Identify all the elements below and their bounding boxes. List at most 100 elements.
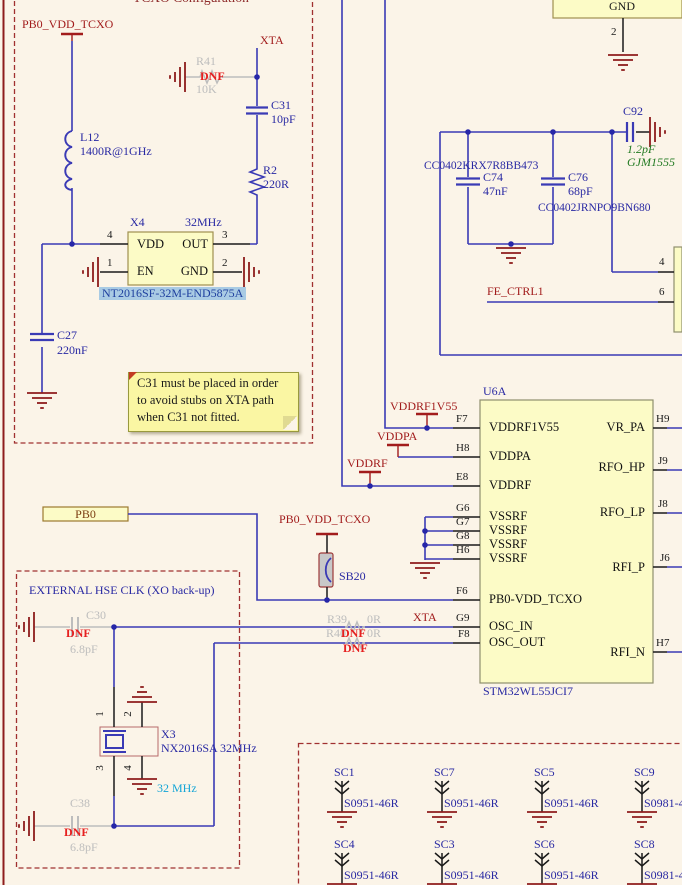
u6a-part-number: STM32WL55JCI7 [483, 684, 573, 698]
pin-num-e8: E8 [456, 471, 469, 483]
pb0-port-label[interactable]: PB0 [75, 507, 96, 521]
capacitor-plates[interactable] [30, 106, 635, 342]
sc1-ref: SC1 [334, 765, 355, 779]
sc8-part: S0981-4 [644, 868, 682, 882]
c30-value: 6.8pF [70, 642, 98, 656]
tcxo-section-title: TCXO Configuration [133, 0, 249, 6]
sc6-ref: SC6 [534, 837, 555, 851]
sb20-solder-bridge-icon[interactable] [318, 552, 334, 588]
x4-freq: 32MHz [185, 215, 222, 229]
c76-value: 68pF [568, 184, 593, 198]
net-label-xta: XTA [260, 33, 284, 47]
pin-name-vddrf: VDDRF [489, 478, 532, 492]
c27-value: 220nF [57, 343, 88, 357]
pin-num-j6: J6 [660, 552, 670, 564]
c92-part-number: GJM1555 [627, 155, 675, 169]
pin-name-vddrf1v55: VDDRF1V55 [489, 420, 560, 434]
pin-num-h8: H8 [456, 442, 470, 454]
sc5-ref: SC5 [534, 765, 555, 779]
screw-symbols[interactable] [334, 780, 650, 884]
right-part-pin-4: 4 [659, 256, 665, 268]
pin-num-f8: F8 [458, 628, 470, 640]
r2-value: 220R [263, 177, 290, 191]
sc7-ref: SC7 [434, 765, 455, 779]
l12-value: 1400R@1GHz [80, 144, 152, 158]
pin-stubs [100, 18, 674, 796]
gnd-part-body[interactable] [552, 0, 682, 19]
resistor-r2-icon[interactable] [247, 168, 267, 198]
pin-name-rfi-n: RFI_N [610, 645, 645, 659]
c74-part-number: CC0402KRX7R8BB473 [424, 160, 539, 172]
c30-ref: C30 [86, 608, 107, 622]
pin-num-j8: J8 [658, 498, 668, 510]
pin-name-vssrf-4: VSSRF [489, 551, 528, 565]
note-line-2: to avoid stubs on XTA path [137, 393, 274, 407]
net-label-fe-ctrl1: FE_CTRL1 [487, 284, 544, 298]
c92-measured-value: 1.2pF [627, 142, 656, 156]
c31-ref: C31 [271, 98, 292, 112]
net-label-xta-oscin: XTA [413, 610, 437, 624]
c74-value: 47nF [483, 184, 508, 198]
sc9-part: S0981-4 [644, 796, 682, 810]
gnd-part-pin-name: GND [609, 0, 635, 13]
x4-oscillator-body[interactable] [127, 231, 214, 286]
pin-num-f7: F7 [456, 413, 468, 425]
pin-num-g8: G8 [456, 530, 470, 542]
sc6-part: S0951-46R [544, 868, 599, 882]
sc3-ref: SC3 [434, 837, 455, 851]
sb20-ref: SB20 [339, 569, 366, 583]
inductor-l12-icon[interactable] [64, 130, 73, 191]
pin-num-g6: G6 [456, 502, 470, 514]
sc1-part: S0951-46R [344, 796, 399, 810]
screws-section-box [297, 742, 682, 885]
net-label-vddrf1v55: VDDRF1V55 [390, 399, 458, 413]
sc8-ref: SC8 [634, 837, 655, 851]
x4-ref: X4 [130, 215, 145, 229]
pin-num-h7: H7 [656, 637, 670, 649]
r41-dnf: DNF [200, 69, 225, 83]
note-line-1: C31 must be placed in order [137, 376, 279, 390]
pin-name-rfi-p: RFI_P [612, 560, 645, 574]
x4-num-4: 4 [107, 229, 113, 241]
wires [41, 0, 682, 827]
x4-num-3: 3 [222, 229, 228, 241]
c38-value: 6.8pF [70, 840, 98, 854]
r40-value: 0R [367, 626, 382, 640]
u6a-mcu-body[interactable] [479, 399, 654, 684]
c76-part-number: CC0402JRNPO9BN680 [538, 202, 651, 214]
pin-num-h9: H9 [656, 413, 670, 425]
note-marker-icon [129, 372, 137, 380]
x4-num-1: 1 [107, 257, 113, 269]
note-box[interactable] [128, 372, 299, 432]
right-edge-part-body[interactable] [673, 246, 682, 333]
l12-ref: L12 [80, 130, 100, 144]
r39-dnf: DNF [341, 626, 366, 640]
x4-pin-vdd: VDD [137, 237, 165, 251]
c38-ref: C38 [70, 796, 91, 810]
pin-name-pb0-vdd-tcxo: PB0-VDD_TCXO [489, 592, 583, 606]
right-part-pin-6: 6 [659, 286, 665, 298]
pin-num-h6: H6 [456, 544, 470, 556]
note-line-3: when C31 not fitted. [137, 410, 240, 424]
crystal-x3-icon[interactable] [103, 730, 126, 753]
x4-num-2: 2 [222, 257, 228, 269]
x3-pin-3: 3 [93, 765, 106, 771]
x3-pin-1: 1 [93, 711, 106, 717]
pin-num-g9: G9 [456, 612, 470, 624]
net-label-pb0-vdd-tcxo-2: PB0_VDD_TCXO [279, 512, 371, 526]
c74-ref: C74 [483, 170, 504, 184]
note-fold-icon [283, 416, 297, 430]
net-label-pb0-vdd-tcxo: PB0_VDD_TCXO [22, 17, 114, 31]
r2-ref: R2 [263, 163, 278, 177]
sc9-ref: SC9 [634, 765, 655, 779]
net-label-vddpa: VDDPA [377, 429, 418, 443]
pin-name-vr-pa: VR_PA [606, 420, 645, 434]
sc5-part: S0951-46R [544, 796, 599, 810]
sc4-ref: SC4 [334, 837, 355, 851]
x4-pin-out: OUT [182, 237, 208, 251]
x3-pin-2: 2 [121, 711, 134, 717]
c30-dnf: DNF [66, 626, 91, 640]
x3-crystal-body[interactable] [99, 726, 159, 757]
x4-part-number-highlighted[interactable]: NT2016SF-32M-END5875A [99, 287, 247, 300]
pin-name-rfo-hp: RFO_HP [598, 460, 645, 474]
